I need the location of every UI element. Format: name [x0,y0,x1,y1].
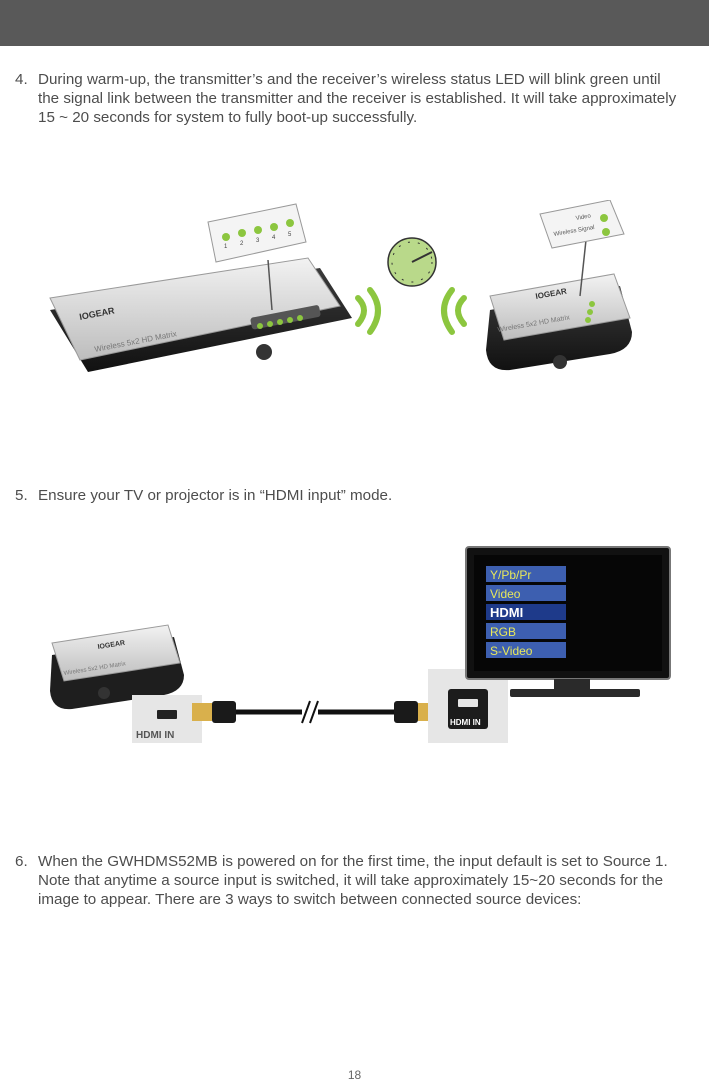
hdmi-connection-illustration: IOGEAR Wireless 5x2 HD Matrix HDMI IN HD… [50,546,671,743]
transmitter-led-callout: 1 2 3 4 5 [207,203,307,311]
receiver-hdmi-port: HDMI IN [132,695,202,743]
page-header-bar [0,0,709,46]
wireless-signal-icon [355,287,381,335]
step-text: When the GWHDMS52MB is powered on for th… [38,853,668,908]
step-6: 6. When the GWHDMS52MB is powered on for… [15,852,680,909]
led-number-2: 2 [240,241,244,247]
step-5: 5. Ensure your TV or projector is in “HD… [15,486,680,505]
step-number: 6. [15,853,28,870]
step-number: 4. [15,71,28,88]
step-text: Ensure your TV or projector is in “HDMI … [38,487,393,504]
led-number-5: 5 [288,232,292,238]
step-number: 5. [15,487,28,504]
tv-input-menu: Y/Pb/Pr Video HDMI RGB S-Video [486,566,566,658]
tv-menu-item-selected: HDMI [490,605,523,620]
receiver-device: IOGEAR Wireless 5x2 HD Matrix [50,624,184,710]
tv-menu-item: Video [490,587,521,601]
transmitter-device: Wireless 5x2 HD Matrix IOGEAR [49,257,352,372]
port-label-right: HDMI IN [450,718,481,727]
hdmi-cable [192,700,438,724]
tv-menu-item: Y/Pb/Pr [490,568,531,582]
tv-hdmi-port: HDMI IN [428,669,508,743]
page-number: 18 [347,1068,362,1082]
step-text: During warm-up, the transmitter’s and th… [38,71,677,126]
warmup-illustration: Wireless 5x2 HD Matrix IOGEAR 1 2 3 4 5 [49,200,632,372]
led-number-3: 3 [256,238,260,244]
led-number-1: 1 [224,244,228,250]
step-4: 4. During warm-up, the transmitter’s and… [15,70,680,127]
led-number-4: 4 [272,235,276,241]
wireless-signal-icon [441,287,467,335]
receiver-led-callout: Video Wireless Signal [539,200,625,297]
tv-menu-item: S-Video [490,644,533,658]
timer-clock-icon [387,237,437,287]
receiver-device: IOGEAR Wireless 5x2 HD Matrix [486,273,632,371]
receiver-callout-video: Video [575,213,592,222]
port-label-left: HDMI IN [136,730,174,741]
receiver-brand-label: IOGEAR [97,640,125,651]
tv-menu-item: RGB [490,625,516,639]
